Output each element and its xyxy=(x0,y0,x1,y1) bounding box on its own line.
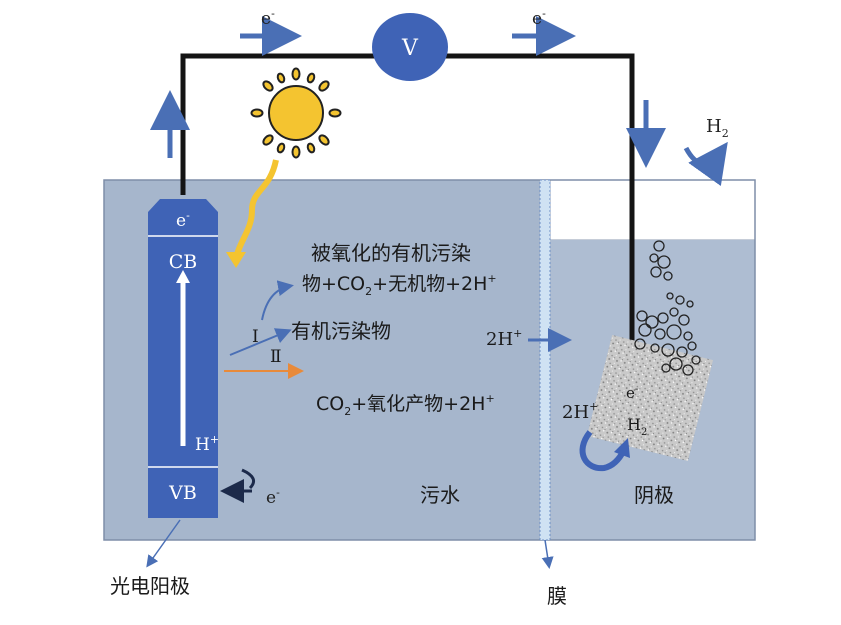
h2-release-arrow xyxy=(683,141,728,187)
sun-icon xyxy=(250,67,342,159)
hydrogen-bubbles xyxy=(634,240,701,376)
electron-excitation-arrow-head xyxy=(176,270,190,283)
right-compartment-air xyxy=(549,179,756,241)
electrode-electron-label: e- xyxy=(176,209,190,231)
electron-label-left: e- xyxy=(261,7,275,29)
oxidized-products-line1: 被氧化的有机污染 xyxy=(311,241,471,265)
cathode-label: 阴极 xyxy=(634,483,674,507)
proton-transfer-label: 2H+ xyxy=(486,327,522,350)
light-arrow xyxy=(233,159,279,259)
hole-label: H+ xyxy=(195,433,219,455)
pathway-1-label: Ⅰ xyxy=(252,327,259,347)
cathode-h2-label: H2 xyxy=(627,415,647,438)
voltmeter-label: V xyxy=(401,36,419,61)
cathode-reaction-arrow-head xyxy=(614,438,630,458)
photoanode-pointer xyxy=(146,519,181,568)
cathode-electron-label: e- xyxy=(626,384,638,402)
tank-outline xyxy=(103,179,756,541)
vb-curved-arrow xyxy=(241,468,256,490)
organic-pollutant-label: 有机污染物 xyxy=(291,319,391,343)
voltmeter xyxy=(372,13,448,81)
cathode-proton-label: 2H+ xyxy=(562,400,598,423)
valence-band-label: VB xyxy=(168,482,197,504)
membrane xyxy=(539,179,551,541)
oxidized-products-line2: 物+CO2+无机物+2H+ xyxy=(302,272,497,298)
vb-electron-label: e- xyxy=(266,486,280,508)
h2-top-label: H2 xyxy=(706,116,729,140)
pathway-2-label: Ⅱ xyxy=(270,347,282,367)
cathode-reaction-arrow xyxy=(579,430,627,472)
electron-label-right: e- xyxy=(532,7,546,29)
conduction-band-label: CB xyxy=(169,251,198,273)
membrane-label: 膜 xyxy=(547,584,567,608)
co2-products-label: CO2+氧化产物+2H+ xyxy=(316,392,495,418)
photoanode-label: 光电阳极 xyxy=(110,574,190,598)
membrane-pointer xyxy=(541,539,554,569)
light-arrow-head xyxy=(226,252,246,268)
pathway-1-arrow xyxy=(229,328,292,356)
pathway-1-curve-arrow xyxy=(261,280,294,321)
wastewater-label: 污水 xyxy=(420,483,460,507)
